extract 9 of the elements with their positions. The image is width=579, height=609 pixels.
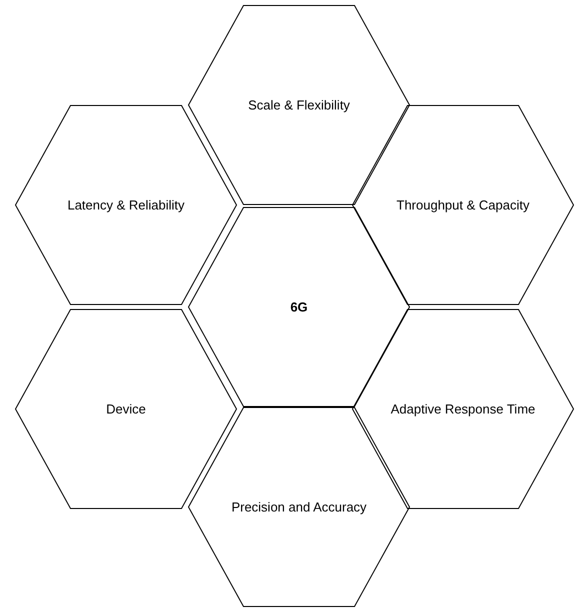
hexagon [352,105,574,305]
hexagon-label: Precision and Accuracy [230,500,368,514]
hexagon [15,105,237,305]
hexagon-label: Latency & Reliability [66,198,186,212]
hexagon-label: Adaptive Response Time [390,402,536,416]
hexagon-label: 6G [289,300,309,314]
hexagon-label: Device [105,402,147,416]
hexagon-label: Scale & Flexibility [247,98,351,112]
hexagon-label: Throughput & Capacity [396,198,530,212]
